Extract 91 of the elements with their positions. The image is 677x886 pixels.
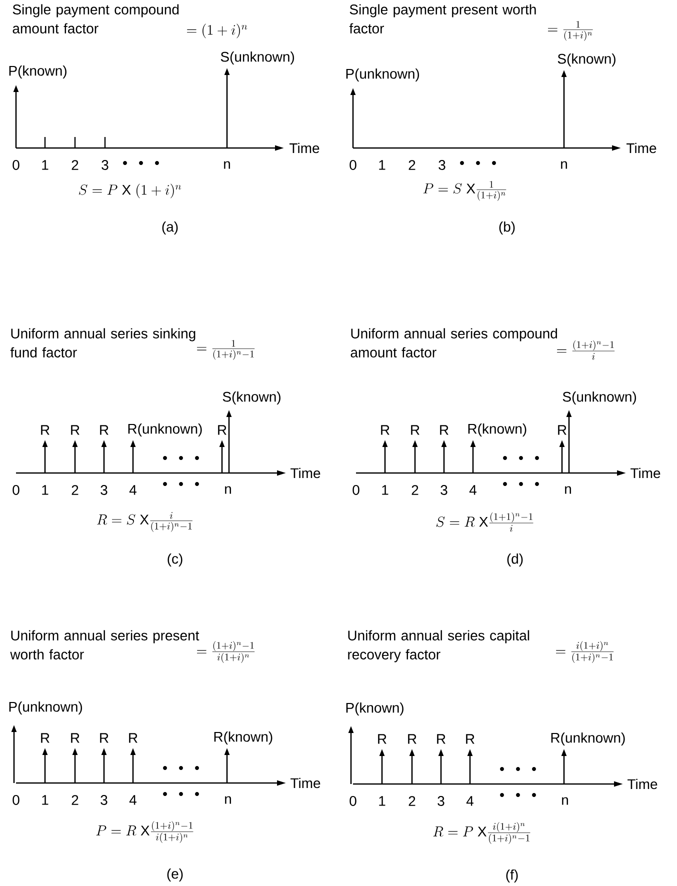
tick-label: 2 [408, 160, 416, 170]
factor-formula: $= \frac{(1+i)^{n}-1}{i(1+i)^{n}}$ [196, 641, 255, 663]
cash-flow-label: R [41, 425, 50, 435]
equation: $S = P \; \mathrm{X} \; (1+i)^{n}$ [78, 184, 181, 198]
cash-flow-label: R [378, 734, 386, 744]
tick-label: n [565, 486, 571, 494]
panel-title: Uniform annual series sinking fund factor [10, 328, 196, 358]
panel-caption: (c) [168, 553, 182, 567]
cash-flow-label: P(unknown) [346, 68, 420, 82]
tick-label: 3 [440, 485, 448, 495]
panel-caption: (e) [167, 868, 183, 882]
equation: $P = R \; \mathrm{X} \frac{(1+i)^{n}-1}{i(1+i)^{n}}$ [96, 821, 194, 843]
cash-flow-label: S(unknown) [562, 391, 636, 405]
cash-flow-label: R [41, 733, 50, 743]
cash-flow-label: R [411, 425, 420, 435]
cash-flow-label: S(unknown) [220, 51, 294, 65]
tick-label: 0 [12, 160, 20, 170]
panel-title: Uniform annual series compound amount factor [350, 328, 557, 358]
tick-label: 2 [72, 795, 78, 805]
cash-flow-label: R [440, 425, 448, 435]
panel-caption: (d) [507, 553, 523, 567]
tick-label: 1 [42, 160, 48, 170]
cash-flow-label: R [437, 734, 446, 744]
tick-label: n [224, 161, 230, 169]
cash-flow-label: S(known) [558, 53, 616, 67]
cash-flow-label: R [71, 733, 80, 743]
tick-label: 1 [42, 485, 48, 495]
cash-flow-label: R [100, 733, 108, 743]
cash-flow-label: R(known) [214, 731, 272, 745]
equation: $R = P \; \mathrm{X} \frac{i(1+i)^{n}}{(1+i)^{n}-1}$ [433, 822, 530, 844]
tick-label: 0 [350, 160, 356, 170]
cash-flow-label: R(unknown) [128, 423, 202, 437]
equation: $R = S \; \mathrm{X} \frac{i}{(1+i)^{n}-1}$ [97, 512, 192, 532]
panel-caption: (a) [162, 221, 178, 235]
tick-label: 4 [469, 485, 476, 495]
axis-label: Time [290, 142, 320, 154]
cash-flow-label: R [558, 425, 566, 435]
factor-formula: $= \frac{1}{(1+i)^{n}}$ [548, 20, 593, 41]
cash-flow-label: R [381, 425, 390, 435]
tick-label: 0 [350, 796, 356, 806]
cash-flow-label: S(known) [222, 391, 280, 405]
tick-label: 4 [129, 485, 136, 495]
axis-label: Time [290, 468, 320, 478]
tick-label: 0 [12, 485, 20, 495]
tick-label: n [562, 797, 568, 805]
tick-label: 4 [466, 796, 474, 806]
tick-label: 2 [72, 160, 78, 170]
tick-label: 0 [12, 795, 20, 805]
tick-label: 2 [412, 485, 418, 495]
tick-label: 3 [438, 160, 446, 170]
tick-label: 1 [42, 795, 48, 805]
tick-label: 2 [408, 796, 416, 806]
tick-label: 3 [438, 796, 444, 806]
axis-label: Time [630, 468, 660, 478]
tick-label: 3 [102, 160, 108, 170]
cash-flow-label: R [218, 425, 226, 435]
tick-label: 4 [129, 795, 136, 805]
panel-caption: (f) [506, 869, 518, 883]
panel-title: Single payment compound amount factor [12, 4, 179, 34]
tick-label: n [225, 486, 231, 494]
panel-caption: (b) [499, 221, 515, 235]
axis-label: Time [290, 778, 320, 788]
cash-flow-label: P(known) [346, 702, 404, 716]
cash-flow-label: R [100, 425, 108, 435]
cash-flow-label: R [408, 734, 416, 744]
factor-formula: $= \frac{i(1+i)^{n}}{(1+i)^{n}-1}$ [556, 641, 614, 663]
tick-label: 0 [352, 485, 360, 495]
cash-flow-label: R(unknown) [551, 732, 625, 746]
axis-label: Time [628, 778, 658, 790]
panel-title: Uniform annual series capital recovery factor [348, 630, 530, 662]
axis-label: Time [626, 142, 656, 154]
tick-label: 2 [72, 485, 78, 495]
tick-label: 1 [379, 160, 386, 170]
cash-flow-label: P(unknown) [9, 701, 82, 715]
tick-label: 3 [100, 485, 108, 495]
cash-flow-label: R(known) [468, 423, 526, 437]
factor-formula: $= \frac{(1+i)^{n}-1}{i}$ [556, 340, 615, 360]
tick-label: 3 [100, 795, 108, 805]
tick-label: 1 [379, 796, 386, 806]
tick-label: n [225, 796, 231, 804]
factor-formula: $= \frac{1}{(1+i)^{n}-1}$ [196, 340, 255, 360]
equation: $S = R \; \mathrm{X} \frac{(1+1)^{n}-1}{i}$ [436, 512, 534, 532]
panel-title: Single payment present worth factor [349, 4, 536, 34]
cash-flow-label: R [71, 425, 80, 435]
cash-flow-label: R [466, 734, 474, 744]
cash-flow-label: P(known) [9, 65, 66, 79]
cash-flow-label: R [129, 733, 138, 743]
tick-label: n [561, 161, 567, 169]
tick-label: 1 [382, 485, 388, 495]
equation: $P = S \; \mathrm{X} \frac{1}{(1+i)^{n}}$ [423, 180, 506, 201]
factor-formula: $= (1+i)^{n}$ [186, 24, 248, 38]
